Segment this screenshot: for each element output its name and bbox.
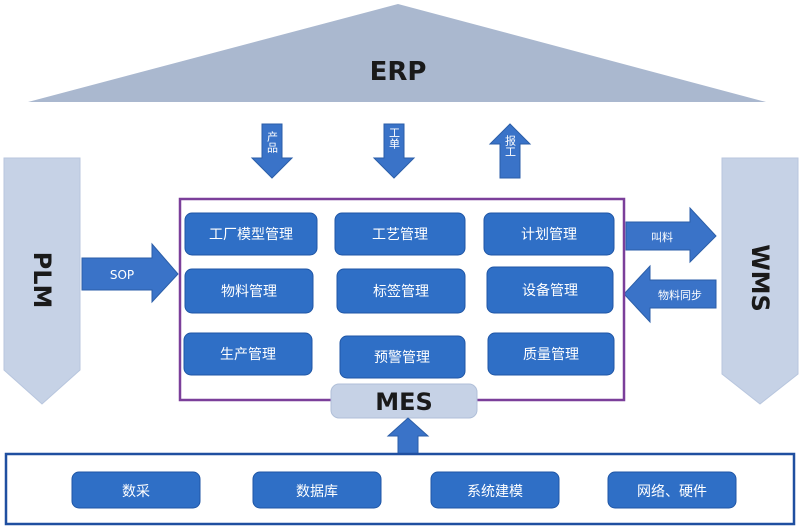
arrow-workorder-label: 工单 <box>388 127 401 149</box>
base-label-4: 网络、硬件 <box>637 484 707 500</box>
base-box-1 <box>71 471 201 509</box>
module-box-9 <box>487 332 615 376</box>
base-box-3 <box>430 471 560 509</box>
module-label-2: 工艺管理 <box>372 227 428 243</box>
erp-roof <box>28 4 766 102</box>
mes-tab <box>330 383 478 419</box>
base-label-2: 数据库 <box>296 484 338 500</box>
module-label-9: 质量管理 <box>523 347 579 363</box>
module-label-5: 标签管理 <box>373 283 429 300</box>
arrow-material-sync-label: 物料同步 <box>658 288 702 302</box>
erp-label: ERP <box>370 57 427 87</box>
module-box-5 <box>336 268 466 314</box>
arrow-sop: SOP <box>81 242 179 304</box>
module-label-1: 工厂模型管理 <box>209 227 293 243</box>
arrow-report-label: 报工 <box>504 134 517 157</box>
arrow-material-sync: 物料同步 <box>623 264 717 324</box>
module-box-4 <box>184 268 314 314</box>
arrow-up-to-mes <box>386 417 430 455</box>
arrow-call-material-label: 叫料 <box>651 230 673 244</box>
arrow-sop-label: SOP <box>110 268 134 282</box>
module-label-8: 预警管理 <box>374 350 430 366</box>
plm-bar <box>3 157 81 405</box>
mes-modules: 工厂模型管理 工艺管理 计划管理 物料管理 标签管理 设备管理 生产管理 预警管… <box>183 212 615 379</box>
arrow-product-label: 产品 <box>266 130 279 153</box>
base-modules: 数采 数据库 系统建模 网络、硬件 <box>71 471 737 509</box>
module-box-2 <box>334 212 466 256</box>
module-label-7: 生产管理 <box>220 347 276 363</box>
wms-label: WMS <box>746 244 774 312</box>
arrow-workorder: 工单 <box>372 123 416 179</box>
base-label-1: 数采 <box>122 484 150 500</box>
mes-label: MES <box>375 388 433 416</box>
arrow-report: 报工 <box>488 123 532 179</box>
module-box-7 <box>183 332 313 376</box>
base-box-4 <box>607 471 737 509</box>
module-box-6 <box>486 266 614 314</box>
module-box-1 <box>184 212 318 256</box>
base-label-3: 系统建模 <box>467 484 523 500</box>
wms-bar <box>721 157 799 405</box>
module-label-4: 物料管理 <box>221 284 277 300</box>
module-box-8 <box>339 335 466 379</box>
module-box-3 <box>483 212 615 256</box>
module-label-3: 计划管理 <box>521 227 577 243</box>
module-label-6: 设备管理 <box>522 282 578 299</box>
arrow-product: 产品 <box>250 123 294 179</box>
base-box-2 <box>252 471 382 509</box>
plm-label: PLM <box>28 252 56 309</box>
arrow-call-material: 叫料 <box>625 206 717 264</box>
